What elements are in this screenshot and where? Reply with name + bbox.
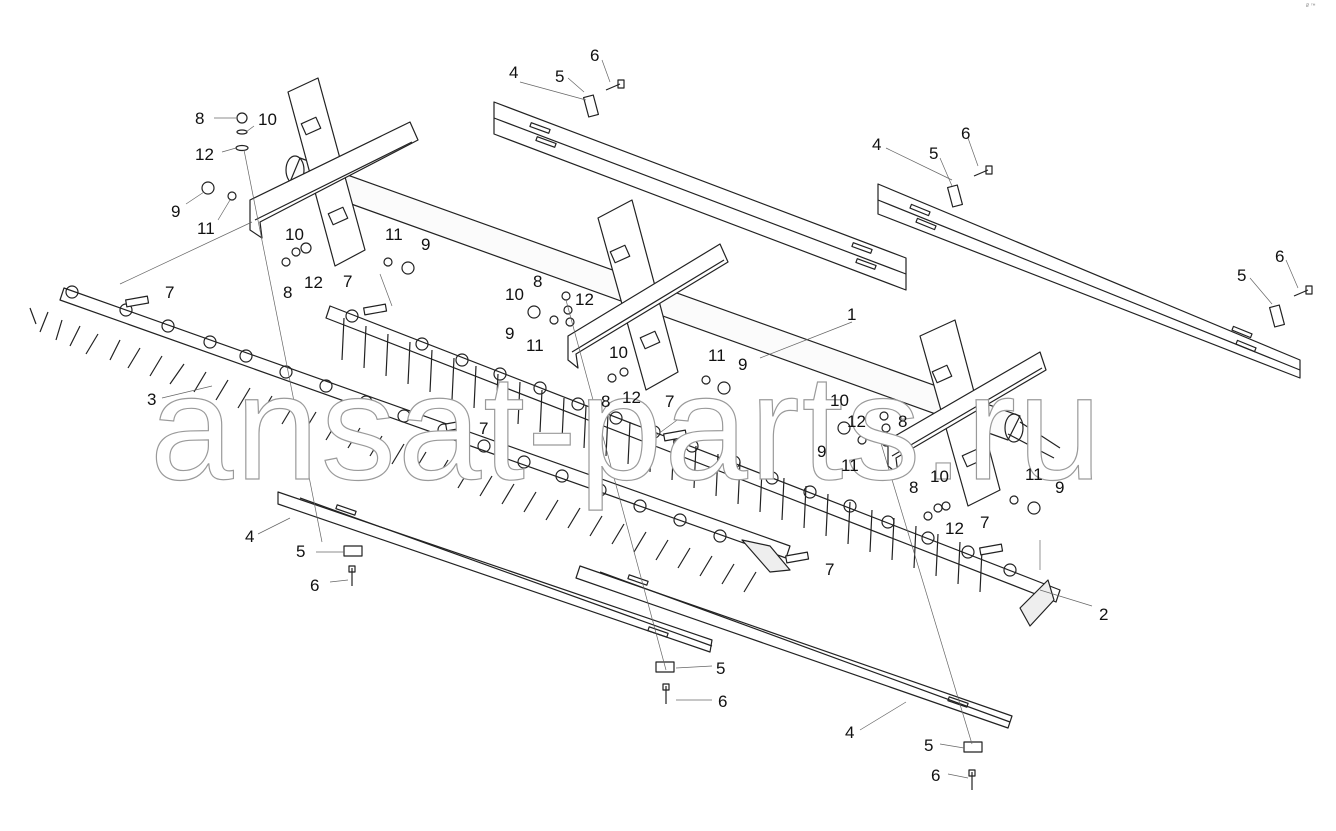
strip-lower-left: [277, 491, 713, 653]
callout-label: 5: [1237, 266, 1247, 285]
callout-label: 6: [961, 124, 971, 143]
callout-label: 11: [708, 346, 726, 365]
callout-label: 6: [590, 46, 600, 65]
callout-label: 6: [1275, 247, 1285, 266]
callout-label: 12: [304, 273, 323, 292]
callout-label: 9: [171, 202, 181, 221]
frame-bracket-middle: [567, 199, 729, 391]
strip-upper-right: [877, 183, 1301, 379]
callout-label: 9: [421, 235, 431, 254]
callout-label: 7: [980, 513, 990, 532]
pins-part-7: [125, 295, 1004, 564]
callout-label: 12: [847, 412, 866, 431]
callout-label: 10: [609, 343, 628, 362]
callout-label: 10: [258, 110, 277, 129]
callout-label: 4: [872, 135, 882, 154]
callout-label: 7: [479, 419, 489, 438]
callout-label: 9: [817, 442, 827, 461]
callout-label: 6: [310, 576, 320, 595]
callout-label: 5: [555, 67, 565, 86]
callout-label: 10: [505, 285, 524, 304]
callout-label: 11: [197, 219, 215, 238]
callout-label: 5: [716, 659, 726, 678]
callout-label: 4: [245, 527, 255, 546]
bolt-part-6-top2: [973, 165, 993, 177]
bolt-part-6-bottom2: [662, 683, 670, 704]
callout-label: 7: [825, 560, 835, 579]
callout-label: 11: [385, 225, 403, 244]
callout-label: 11: [1025, 465, 1043, 484]
callout-label: 4: [509, 63, 519, 82]
plate-part-5-top3: [1268, 304, 1286, 328]
callout-label: 5: [924, 736, 934, 755]
bolt-part-6-top3: [1293, 285, 1313, 297]
callout-label: 8: [195, 109, 205, 128]
callout-label: 8: [533, 272, 543, 291]
callout-label: 5: [296, 542, 306, 561]
callout-label: 8: [283, 283, 293, 302]
callout-label: 6: [931, 766, 941, 785]
callout-label: 4: [845, 723, 855, 742]
callout-label: 9: [505, 324, 515, 343]
callout-label: 12: [945, 519, 964, 538]
leader-lines: [119, 59, 1299, 779]
strip-upper-left: [493, 101, 907, 291]
callout-label: 11: [526, 336, 544, 355]
callout-label: 3: [147, 390, 157, 409]
callout-label: 2: [1099, 605, 1109, 624]
callout-label: 10: [930, 467, 949, 486]
callout-label: 11: [841, 456, 859, 475]
plate-part-5-top2: [946, 184, 964, 208]
callout-label: 6: [718, 692, 728, 711]
corner-mark: ₽ ™: [1306, 3, 1316, 9]
frame-bracket-right: [887, 319, 1047, 507]
callout-label: 9: [738, 355, 748, 374]
hardware-nuts-washers: [201, 112, 1041, 521]
callout-label: 12: [195, 145, 214, 164]
callout-label: 8: [909, 478, 919, 497]
strip-lower-right: [575, 565, 1013, 729]
plate-part-5-bottom3: [963, 741, 983, 753]
bolt-part-6-top1: [605, 79, 625, 91]
callout-label: 12: [575, 290, 594, 309]
plate-part-5-bottom1: [343, 545, 363, 557]
callout-label: 5: [929, 144, 939, 163]
callout-label: 7: [343, 272, 353, 291]
callout-label: 12: [622, 388, 641, 407]
callout-label: 8: [898, 412, 908, 431]
bolt-part-6-bottom3: [968, 769, 976, 790]
frame-bracket-left: [249, 77, 419, 267]
callout-label: 9: [1055, 478, 1065, 497]
callout-label: 10: [285, 225, 304, 244]
bolt-part-6-bottom1: [348, 565, 356, 586]
callout-label: 7: [665, 392, 675, 411]
plate-part-5-top1: [582, 94, 600, 118]
callout-label: 10: [830, 391, 849, 410]
callout-label: 1: [847, 305, 857, 324]
callout-label: 7: [165, 283, 175, 302]
callout-label: 8: [601, 392, 611, 411]
